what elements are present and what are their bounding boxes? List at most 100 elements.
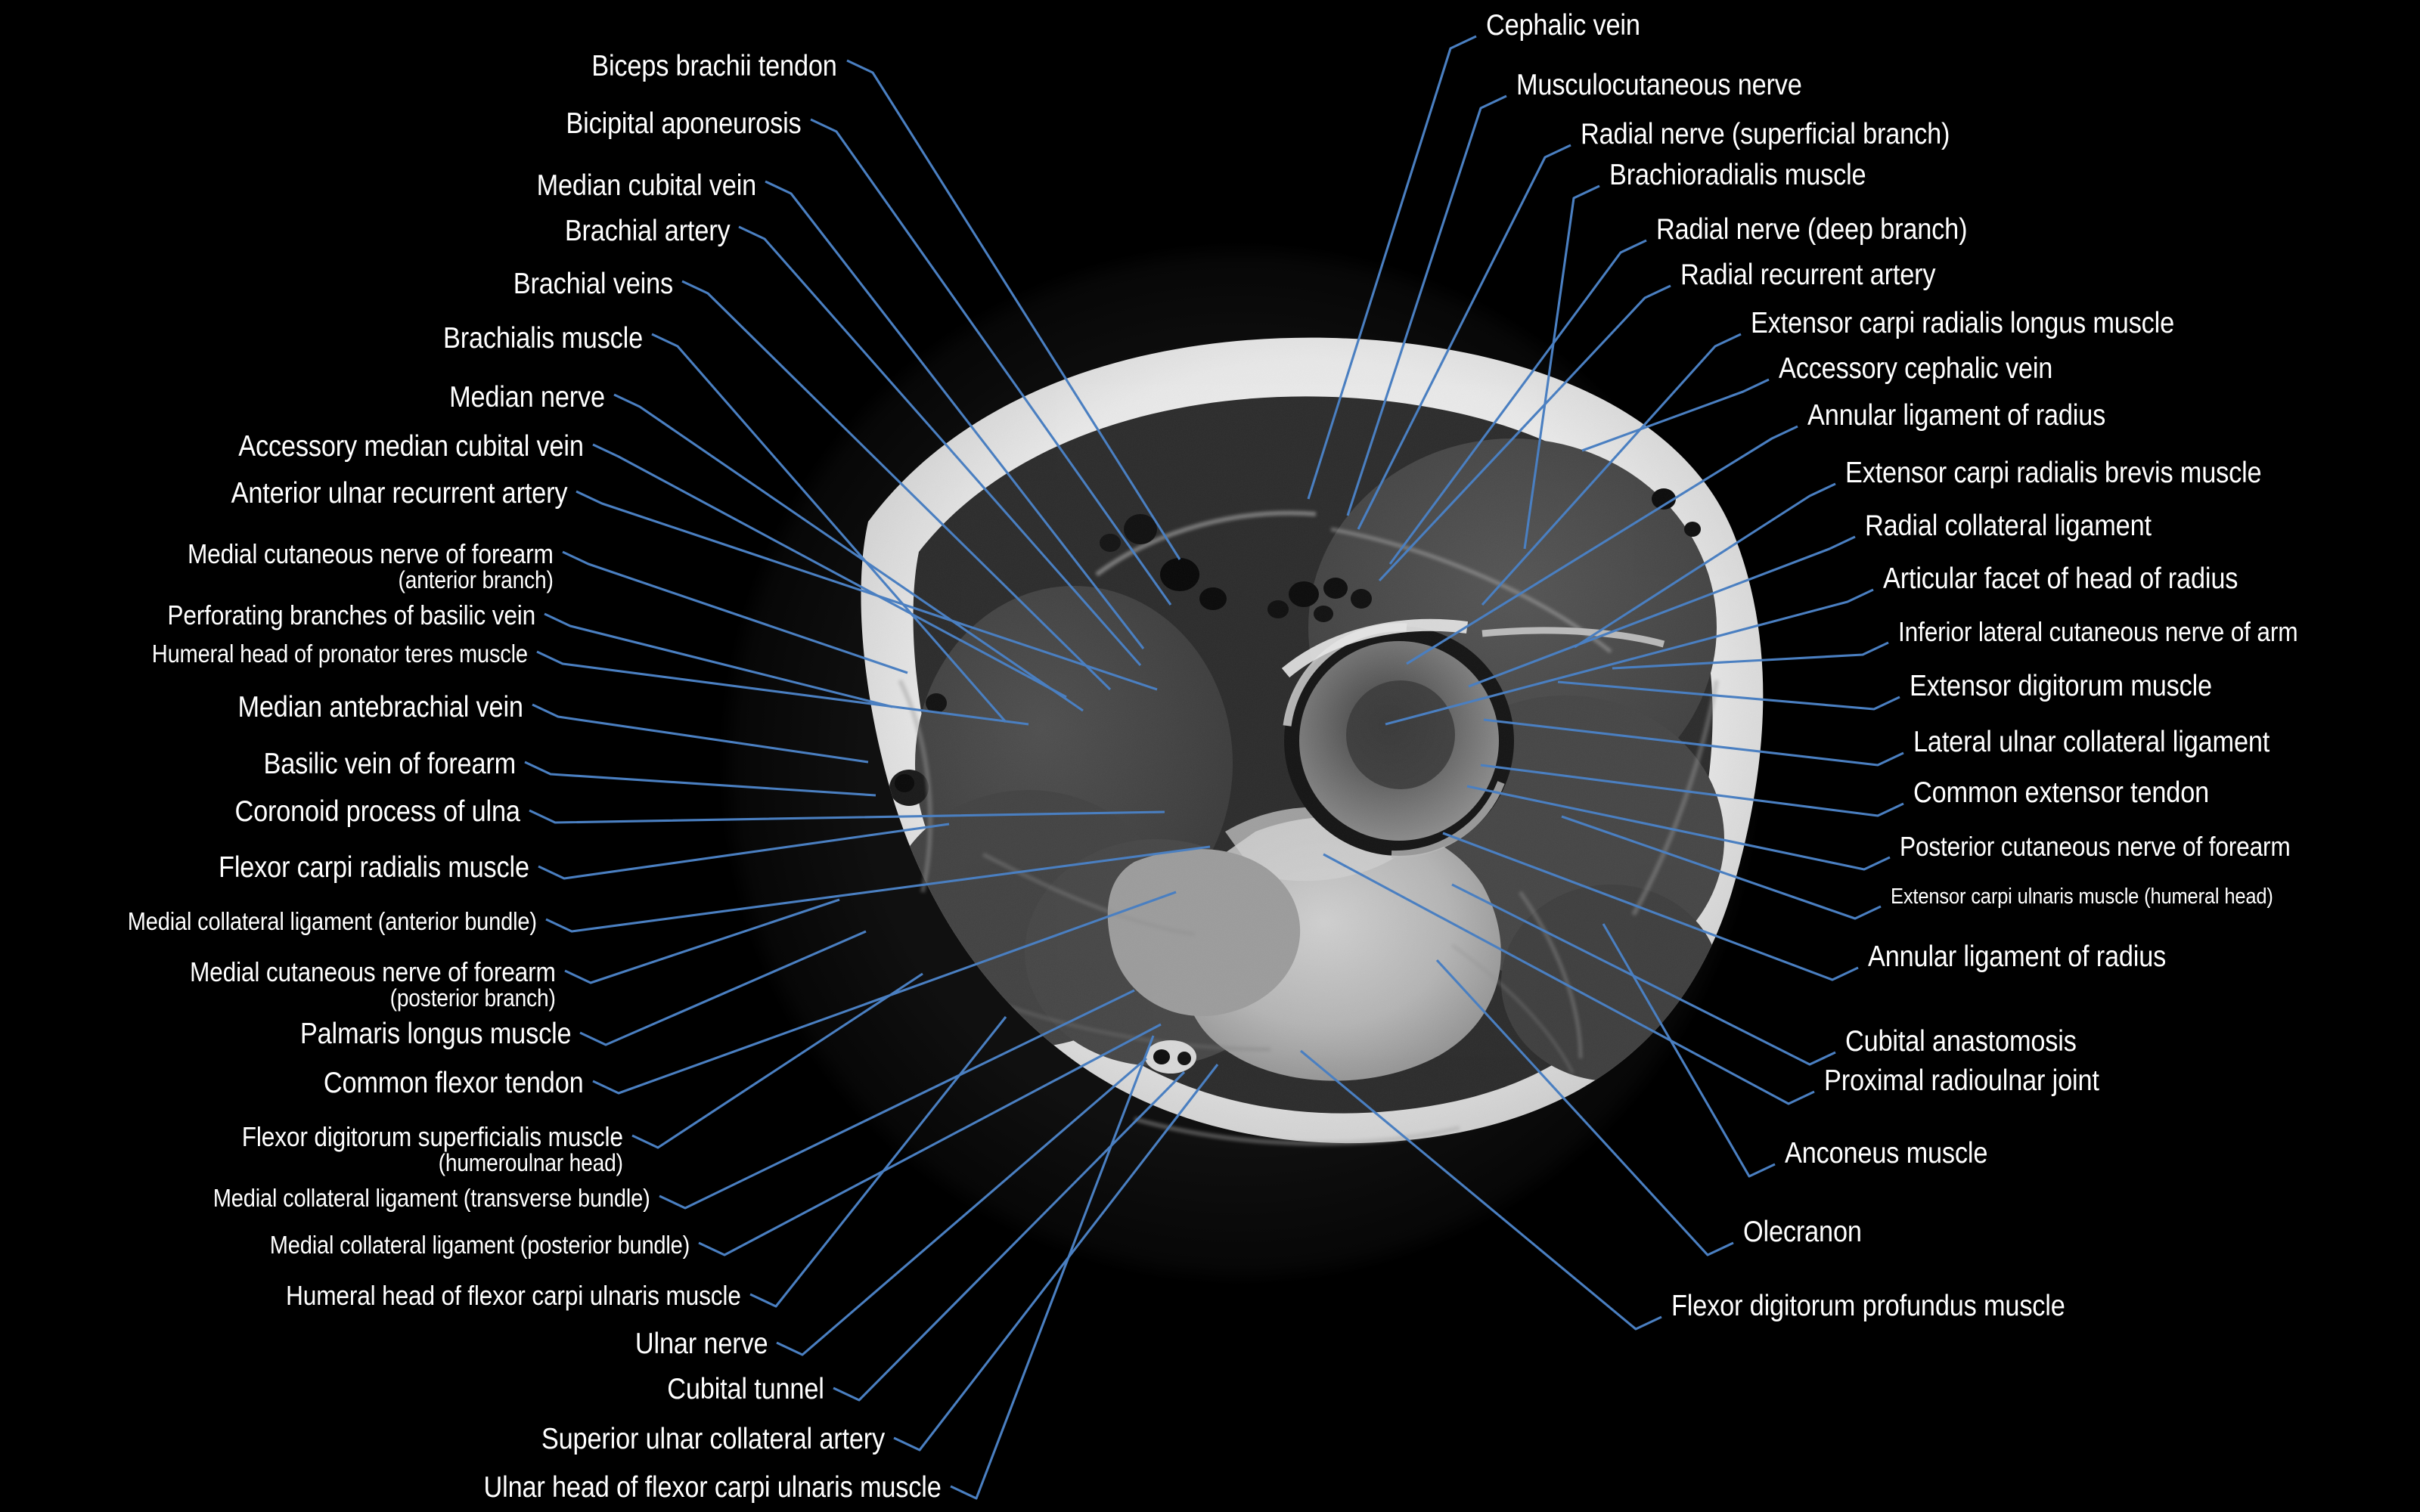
label-superior-ulnar-collateral-artery: Superior ulnar collateral artery bbox=[541, 1422, 885, 1455]
label-annular-ligament-of-radius-2: Annular ligament of radius bbox=[1868, 940, 2167, 973]
leader-line-common-extensor-tendon bbox=[1480, 764, 1904, 817]
label-ulnar-nerve: Ulnar nerve bbox=[634, 1327, 768, 1360]
label-medial-cutaneous-nerve-forearm-post: Medial cutaneous nerve of forearm(poster… bbox=[190, 956, 556, 1012]
label-annular-ligament-of-radius-1: Annular ligament of radius bbox=[1807, 398, 2106, 432]
leader-line-cubital-anastomosis bbox=[1451, 883, 1836, 1066]
leader-line-accessory-median-cubital-vein bbox=[592, 443, 1067, 699]
leader-line-posterior-cutaneous-nerve-forearm bbox=[1466, 785, 1891, 871]
leader-lines bbox=[524, 35, 1904, 1500]
leader-line-inferior-lateral-cutaneous-nerve bbox=[1612, 641, 1889, 670]
label-ulnar-head-flexor-carpi-ulnaris: Ulnar head of flexor carpi ulnaris muscl… bbox=[483, 1470, 942, 1504]
label-median-antebrachial-vein: Median antebrachial vein bbox=[237, 690, 524, 723]
leader-line-ulnar-head-flexor-carpi-ulnaris bbox=[950, 1035, 1155, 1500]
leader-line-humeral-head-flexor-carpi-ulnaris bbox=[749, 1016, 1007, 1308]
label-flexor-carpi-radialis-muscle: Flexor carpi radialis muscle bbox=[219, 850, 529, 884]
label-radial-nerve-deep: Radial nerve (deep branch) bbox=[1656, 212, 1968, 246]
leader-line-perforating-branches-basilic-vein bbox=[544, 612, 893, 708]
label-radial-recurrent-artery: Radial recurrent artery bbox=[1680, 258, 1936, 291]
leader-line-brachial-veins bbox=[681, 280, 1112, 691]
leader-line-extensor-carpi-radialis-longus bbox=[1481, 333, 1742, 606]
leader-line-medial-cutaneous-nerve-forearm-post bbox=[564, 898, 840, 984]
label-bicipital-aponeurosis: Bicipital aponeurosis bbox=[566, 107, 802, 140]
leader-line-extensor-carpi-ulnaris-humeral bbox=[1561, 815, 1882, 920]
leader-line-articular-facet-head-radius bbox=[1385, 588, 1874, 726]
label-humeral-head-flexor-carpi-ulnaris: Humeral head of flexor carpi ulnaris mus… bbox=[286, 1279, 741, 1311]
leader-line-common-flexor-tendon bbox=[592, 891, 1177, 1095]
label-brachial-artery: Brachial artery bbox=[564, 214, 730, 247]
leader-line-annular-ligament-of-radius-1 bbox=[1406, 425, 1798, 665]
label-extensor-carpi-radialis-brevis: Extensor carpi radialis brevis muscle bbox=[1845, 456, 2262, 489]
leader-line-medial-collateral-lig-anterior bbox=[545, 845, 1211, 933]
label-extensor-carpi-ulnaris-humeral: Extensor carpi ulnaris muscle (humeral h… bbox=[1891, 885, 2273, 909]
label-flexor-digitorum-superficialis-sub: (humeroulnar head) bbox=[438, 1149, 623, 1177]
label-extensor-digitorum-muscle: Extensor digitorum muscle bbox=[1910, 669, 2212, 702]
leader-line-humeral-head-pronator-teres bbox=[536, 650, 1029, 726]
label-palmaris-longus-muscle: Palmaris longus muscle bbox=[299, 1017, 571, 1050]
leader-line-basilic-vein-of-forearm bbox=[524, 761, 876, 797]
leader-line-biceps-brachii-tendon bbox=[846, 59, 1181, 560]
leader-line-brachialis-muscle bbox=[651, 333, 1007, 723]
leader-line-anconeus-muscle bbox=[1602, 923, 1776, 1178]
leader-line-radial-nerve-superficial bbox=[1357, 144, 1571, 530]
leader-line-medial-collateral-lig-posterior bbox=[698, 1023, 1162, 1256]
label-proximal-radioulnar-joint: Proximal radioulnar joint bbox=[1824, 1064, 2099, 1097]
leader-line-flexor-digitorum-superficialis bbox=[631, 972, 923, 1149]
label-median-cubital-vein: Median cubital vein bbox=[536, 169, 757, 202]
leader-line-olecranon bbox=[1435, 959, 1734, 1256]
leader-line-superior-ulnar-collateral-artery bbox=[893, 1064, 1219, 1452]
label-accessory-median-cubital-vein: Accessory median cubital vein bbox=[238, 429, 584, 463]
leader-line-medial-collateral-lig-transverse bbox=[659, 989, 1135, 1210]
label-anconeus-muscle: Anconeus muscle bbox=[1785, 1136, 1988, 1170]
leader-line-palmaris-longus-muscle bbox=[579, 930, 867, 1046]
label-medial-collateral-lig-anterior: Medial collateral ligament (anterior bun… bbox=[127, 906, 537, 935]
leader-line-anterior-ulnar-recurrent-artery bbox=[576, 490, 1158, 691]
leader-line-proximal-radioulnar-joint bbox=[1323, 853, 1815, 1105]
label-cubital-anastomosis: Cubital anastomosis bbox=[1845, 1024, 2077, 1058]
leader-line-median-nerve bbox=[613, 393, 1084, 712]
label-biceps-brachii-tendon: Biceps brachii tendon bbox=[591, 49, 838, 82]
leader-line-medial-cutaneous-nerve-forearm-ant bbox=[562, 550, 908, 674]
label-humeral-head-pronator-teres: Humeral head of pronator teres muscle bbox=[151, 639, 528, 668]
leader-line-median-cubital-vein bbox=[765, 180, 1145, 649]
label-posterior-cutaneous-nerve-forearm: Posterior cutaneous nerve of forearm bbox=[1900, 830, 2291, 862]
leader-line-brachioradialis-muscle bbox=[1523, 184, 1600, 550]
label-medial-collateral-lig-transverse: Medial collateral ligament (transverse b… bbox=[213, 1183, 650, 1212]
label-lateral-ulnar-collateral-ligament: Lateral ulnar collateral ligament bbox=[1913, 725, 2270, 758]
leader-line-brachial-artery bbox=[738, 225, 1142, 667]
leader-line-musculocutaneous-nerve bbox=[1346, 94, 1507, 516]
label-flexor-digitorum-profundus: Flexor digitorum profundus muscle bbox=[1671, 1289, 2065, 1322]
leader-line-radial-collateral-ligament bbox=[1468, 535, 1856, 688]
leader-line-median-antebrachial-vein bbox=[532, 703, 869, 764]
label-common-flexor-tendon: Common flexor tendon bbox=[324, 1066, 584, 1099]
label-medial-cutaneous-nerve-forearm-post-sub: (posterior branch) bbox=[389, 984, 556, 1012]
leader-line-ulnar-nerve bbox=[776, 1057, 1148, 1356]
label-olecranon: Olecranon bbox=[1743, 1215, 1862, 1248]
label-cephalic-vein: Cephalic vein bbox=[1486, 8, 1640, 42]
label-radial-nerve-superficial: Radial nerve (superficial branch) bbox=[1581, 117, 1950, 150]
label-median-nerve: Median nerve bbox=[449, 380, 605, 414]
label-cubital-tunnel: Cubital tunnel bbox=[667, 1372, 825, 1405]
leader-line-cephalic-vein bbox=[1307, 35, 1477, 500]
label-basilic-vein-of-forearm: Basilic vein of forearm bbox=[263, 747, 516, 780]
label-common-extensor-tendon: Common extensor tendon bbox=[1913, 776, 2210, 809]
label-medial-collateral-lig-posterior: Medial collateral ligament (posterior bu… bbox=[269, 1230, 690, 1259]
leader-line-extensor-carpi-radialis-brevis bbox=[1574, 482, 1836, 649]
label-extensor-carpi-radialis-longus: Extensor carpi radialis longus muscle bbox=[1751, 306, 2175, 339]
leader-line-extensor-digitorum-muscle bbox=[1557, 680, 1900, 711]
label-flexor-digitorum-superficialis: Flexor digitorum superficialis muscle(hu… bbox=[241, 1120, 623, 1177]
label-coronoid-process-of-ulna: Coronoid process of ulna bbox=[234, 795, 521, 828]
leader-line-accessory-cephalic-vein bbox=[1581, 378, 1770, 452]
leader-line-flexor-carpi-radialis-muscle bbox=[538, 823, 950, 880]
label-medial-cutaneous-nerve-forearm-ant: Medial cutaneous nerve of forearm(anteri… bbox=[188, 538, 554, 594]
label-articular-facet-head-radius: Articular facet of head of radius bbox=[1883, 562, 2238, 595]
label-radial-collateral-ligament: Radial collateral ligament bbox=[1865, 509, 2152, 542]
label-inferior-lateral-cutaneous-nerve: Inferior lateral cutaneous nerve of arm bbox=[1898, 615, 2298, 647]
label-perforating-branches-basilic-vein: Perforating branches of basilic vein bbox=[167, 599, 535, 631]
label-brachialis-muscle: Brachialis muscle bbox=[442, 321, 643, 355]
leader-line-cubital-tunnel bbox=[833, 1070, 1186, 1402]
label-brachial-veins: Brachial veins bbox=[513, 267, 673, 300]
label-anterior-ulnar-recurrent-artery: Anterior ulnar recurrent artery bbox=[231, 476, 567, 510]
leader-line-lateral-ulnar-collateral-ligament bbox=[1483, 718, 1904, 767]
